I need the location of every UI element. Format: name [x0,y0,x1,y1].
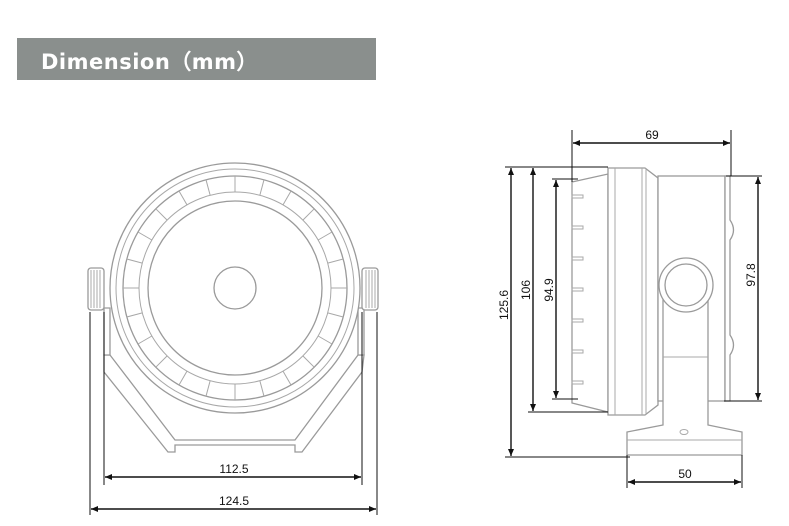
dimension-124-5: 124.5 [89,312,378,515]
fin-mark [282,370,292,386]
dimension-label: 112.5 [219,462,248,476]
fin-mark [282,190,292,206]
dimension-label: 125.6 [497,290,511,320]
fin-mark [178,370,188,386]
section-title: Dimension（mm） [41,50,259,74]
dimension-label: 50 [678,467,692,481]
bracket-knob-left [87,267,105,311]
fin-mark [126,258,143,264]
dimension-50: 50 [626,455,743,488]
dimension-label: 69 [645,128,659,142]
side-fin-mark [571,380,584,385]
dimension-label: 97.8 [744,263,758,287]
fin-marks [123,176,347,400]
fin-mark [205,179,211,196]
side-fin-mark [571,287,584,292]
side-fin-mark [571,256,584,261]
dimension-125-6: 125.6 [497,166,630,458]
side-fin-mark [571,318,584,323]
fin-mark [137,335,153,345]
dimension-97-8: 97.8 [724,175,762,402]
center-lens [213,266,257,310]
rear-cap [724,175,735,402]
side-fin-mark [571,194,584,199]
dimension-94-9: 94.9 [542,178,578,400]
dimension-106: 106 [519,168,608,413]
fin-mark [155,355,168,368]
dimension-label: 94.9 [542,278,556,302]
fin-mark [205,380,211,397]
dimension-112-5: 112.5 [103,312,363,485]
bracket-knob-right [361,267,379,311]
section-title-banner: Dimension（mm） [17,38,376,80]
fin-mark [317,335,333,345]
dimension-label: 124.5 [219,494,249,508]
dimension-69: 69 [571,128,732,182]
side-knob [658,257,714,313]
fin-mark [137,231,153,241]
side-fin-mark [571,225,584,230]
side-view: 69 125.6 106 94.9 97.8 [497,128,762,488]
side-fin-mark [571,349,584,354]
front-view: 112.5 124.5 [87,162,379,515]
fin-mark [155,208,168,221]
fin-mark [259,380,265,397]
fin-mark [259,179,265,196]
fin-mark [178,190,188,206]
dimension-label: 106 [519,280,533,300]
fin-mark [327,258,344,264]
lens-fins [571,173,609,413]
fin-mark [327,312,344,318]
fin-mark [126,312,143,318]
fin-mark [317,231,333,241]
fin-mark [302,355,315,368]
fin-mark [302,208,315,221]
